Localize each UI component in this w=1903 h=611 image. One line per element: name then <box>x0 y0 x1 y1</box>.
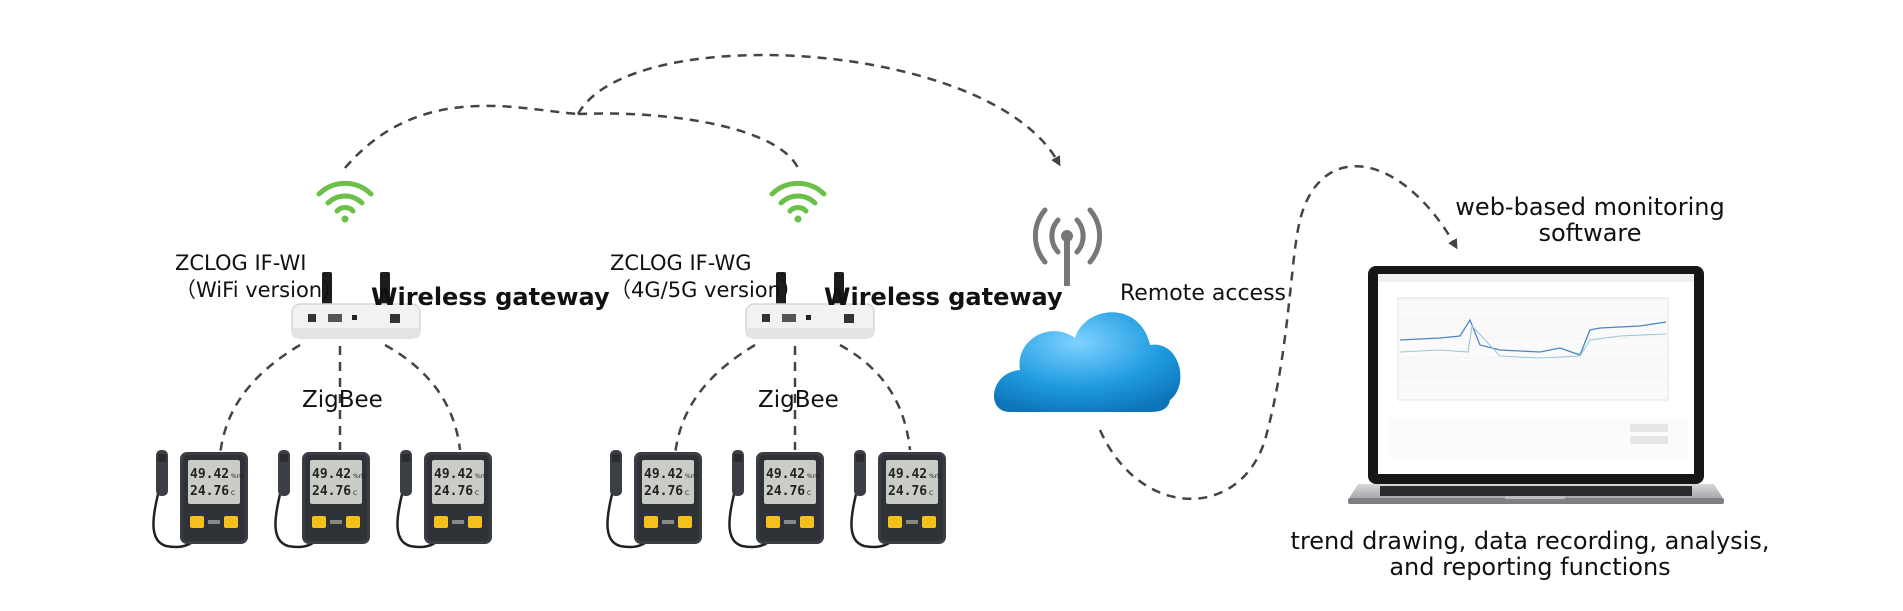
sensor-3-temperature: 24.76 <box>434 484 473 499</box>
svg-text:%rH: %rH <box>475 473 488 480</box>
antenna-icon <box>1032 207 1103 286</box>
sensor-2-temperature: 24.76 <box>312 484 351 499</box>
uplink-dashed-line-right <box>577 112 800 169</box>
sensor-6-humidity: 49.42 <box>888 467 927 482</box>
sensor-4-temperature: 24.76 <box>644 484 683 499</box>
sensor-3-humidity: 49.42 <box>434 467 473 482</box>
gateway-2-model-line1: ZCLOG IF-WG <box>610 251 752 275</box>
svg-text:C: C <box>929 490 933 497</box>
gateway-1-type-label: Wireless gateway <box>371 283 610 311</box>
svg-text:%rH: %rH <box>231 473 244 480</box>
remote-access-label: Remote access <box>1120 281 1287 306</box>
software-functions: trend drawing, data recording, analysis,… <box>1270 528 1790 580</box>
gateway-1-zigbee-label: ZigBee <box>302 387 383 413</box>
uplink-dashed-line-left <box>344 104 579 169</box>
software-functions-line2: and reporting functions <box>1389 553 1671 581</box>
sensor-1-humidity: 49.42 <box>190 467 229 482</box>
remote-dashed-arrow <box>1098 165 1458 500</box>
svg-text:C: C <box>231 490 235 497</box>
svg-text:C: C <box>475 490 479 497</box>
svg-text:C: C <box>353 490 357 497</box>
software-functions-line1: trend drawing, data recording, analysis, <box>1290 527 1770 555</box>
software-title: web-based monitoring software <box>1430 194 1750 246</box>
sensor-4-humidity: 49.42 <box>644 467 683 482</box>
laptop-icon <box>1348 266 1724 504</box>
svg-text:%rH: %rH <box>685 473 698 480</box>
svg-text:%rH: %rH <box>929 473 942 480</box>
gateway-1-model-line1: ZCLOG IF-WI <box>175 251 307 275</box>
sensor-6-temperature: 24.76 <box>888 484 927 499</box>
uplink-dashed-arrow <box>576 53 1061 167</box>
gateway-2-type-label: Wireless gateway <box>824 283 1063 311</box>
svg-text:%rH: %rH <box>807 473 820 480</box>
gateway-2-model: ZCLOG IF-WG （4G/5G version） <box>610 250 802 304</box>
cloud-icon <box>993 312 1181 412</box>
sensor-5-temperature: 24.76 <box>766 484 805 499</box>
gateway-1-model: ZCLOG IF-WI （WiFi version） <box>175 250 343 304</box>
sensor-2-humidity: 49.42 <box>312 467 351 482</box>
software-title-line2: software <box>1538 219 1642 247</box>
software-title-line1: web-based monitoring <box>1455 193 1725 221</box>
gateway-1-model-line2: （WiFi version） <box>175 278 344 302</box>
sensor-1-temperature: 24.76 <box>190 484 229 499</box>
svg-text:C: C <box>807 490 811 497</box>
svg-text:%rH: %rH <box>353 473 366 480</box>
svg-text:C: C <box>685 490 689 497</box>
wifi-icon-1 <box>319 183 371 222</box>
gateway-2-zigbee-label: ZigBee <box>758 387 839 413</box>
wifi-icon-2 <box>772 183 824 222</box>
sensor-5-humidity: 49.42 <box>766 467 805 482</box>
gateway-2-model-line2: （4G/5G version） <box>610 278 802 302</box>
